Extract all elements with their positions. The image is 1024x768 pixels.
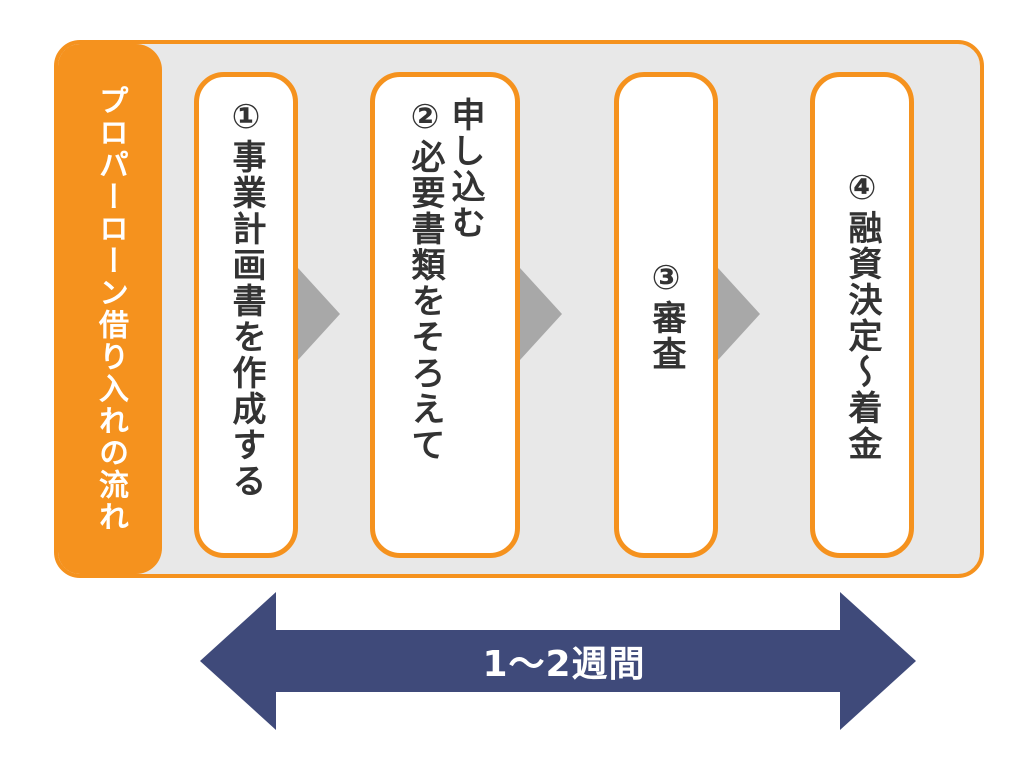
step-4-box: ④融資決定～着金 [810,72,914,558]
step-3-label: ③審査 [646,258,686,372]
step-2-label-line1: ②必要書類をそろえて [405,97,445,463]
step-arrow-1 [298,268,340,360]
duration-label: 1～2週間 [482,644,646,685]
step-3-box: ③審査 [614,72,718,558]
flow-title: プロパーローン借り入れの流れ [93,85,128,533]
step-2-box: ②必要書類をそろえて 申し込む [370,72,520,558]
step-2-label-line2: 申し込む [445,97,485,241]
step-arrow-2 [520,268,562,360]
duration-arrow-shape [200,592,916,730]
step-4-label: ④融資決定～着金 [842,168,882,462]
flow-title-box: プロパーローン借り入れの流れ [58,44,162,574]
step-arrow-3 [718,268,760,360]
step-1-box: ①事業計画書を作成する [194,72,298,558]
step-1-label: ①事業計画書を作成する [226,97,266,499]
